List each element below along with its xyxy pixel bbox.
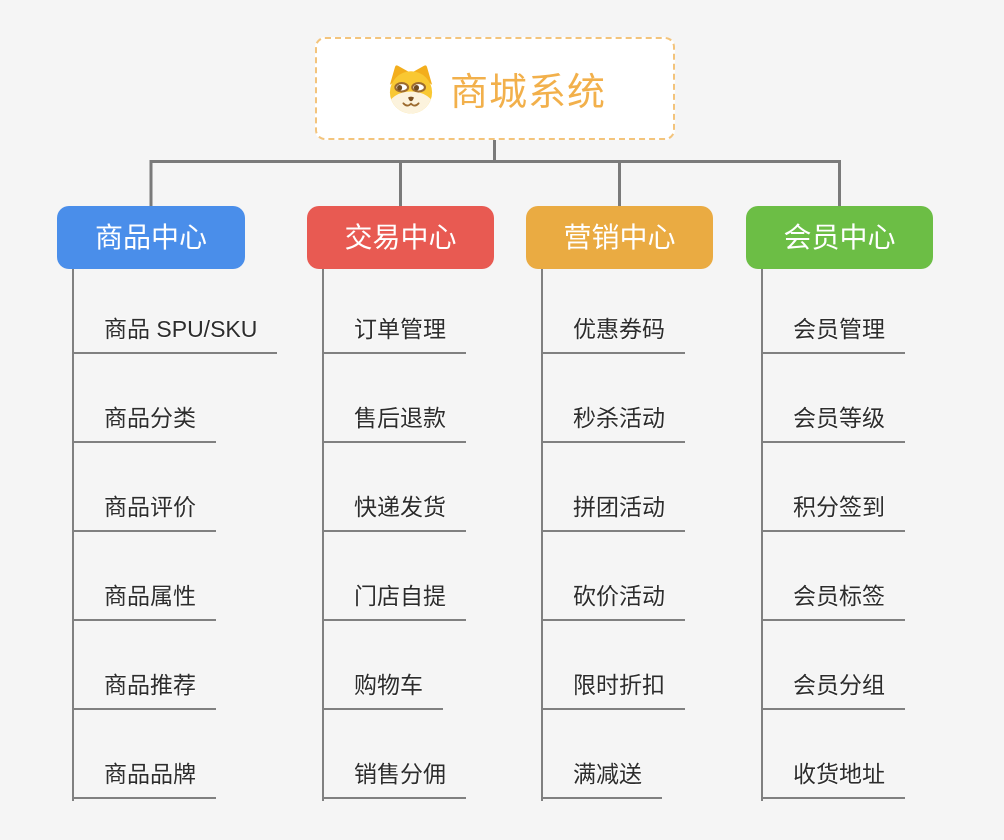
shiba-dog-icon <box>384 62 438 116</box>
subtopic-node[interactable]: 购物车 <box>324 671 443 710</box>
subtopic-node[interactable]: 拼团活动 <box>543 493 685 532</box>
subtopic-node[interactable]: 销售分佣 <box>324 760 466 799</box>
branch-subtree-member-center: 会员管理 会员等级 积分签到 会员标签 会员分组 收货地址 <box>761 269 1004 801</box>
subtopic-node[interactable]: 会员标签 <box>763 582 905 621</box>
branch-subtree-trade-center: 订单管理 售后退款 快递发货 门店自提 购物车 销售分佣 <box>322 269 574 801</box>
root-title: 商城系统 <box>449 72 606 114</box>
branch-node-trade-center[interactable]: 交易中心 <box>307 206 494 269</box>
subtopic-node[interactable]: 商品分类 <box>74 404 216 443</box>
subtopic-node[interactable]: 订单管理 <box>324 315 466 354</box>
subtopic-node[interactable]: 快递发货 <box>324 493 466 532</box>
subtopic-node[interactable]: 限时折扣 <box>543 671 685 710</box>
branch-node-marketing-center[interactable]: 营销中心 <box>526 206 713 269</box>
subtopic-node[interactable]: 商品评价 <box>74 493 216 532</box>
subtopic-node[interactable]: 商品品牌 <box>74 760 216 799</box>
subtopic-node[interactable]: 优惠券码 <box>543 315 685 354</box>
subtopic-node[interactable]: 会员管理 <box>763 315 905 354</box>
subtopic-node[interactable]: 门店自提 <box>324 582 466 621</box>
subtopic-node[interactable]: 秒杀活动 <box>543 404 685 443</box>
branch-node-product-center[interactable]: 商品中心 <box>57 206 245 269</box>
subtopic-node[interactable]: 会员等级 <box>763 404 905 443</box>
subtopic-node[interactable]: 商品属性 <box>74 582 216 621</box>
branch-subtree-product-center: 商品 SPU/SKU 商品分类 商品评价 商品属性 商品推荐 商品品牌 <box>72 269 324 801</box>
branch-node-member-center[interactable]: 会员中心 <box>746 206 933 269</box>
subtopic-node[interactable]: 满减送 <box>543 760 662 799</box>
subtopic-node[interactable]: 商品 SPU/SKU <box>74 315 278 354</box>
subtopic-node[interactable]: 收货地址 <box>763 760 905 799</box>
subtopic-node[interactable]: 会员分组 <box>763 671 905 710</box>
root-node[interactable]: 商城系统 <box>315 37 675 140</box>
subtopic-node[interactable]: 售后退款 <box>324 404 466 443</box>
subtopic-node[interactable]: 积分签到 <box>763 493 905 532</box>
subtopic-node[interactable]: 砍价活动 <box>543 582 685 621</box>
branch-subtree-marketing-center: 优惠券码 秒杀活动 拼团活动 砍价活动 限时折扣 满减送 <box>541 269 793 801</box>
subtopic-node[interactable]: 商品推荐 <box>74 671 216 710</box>
